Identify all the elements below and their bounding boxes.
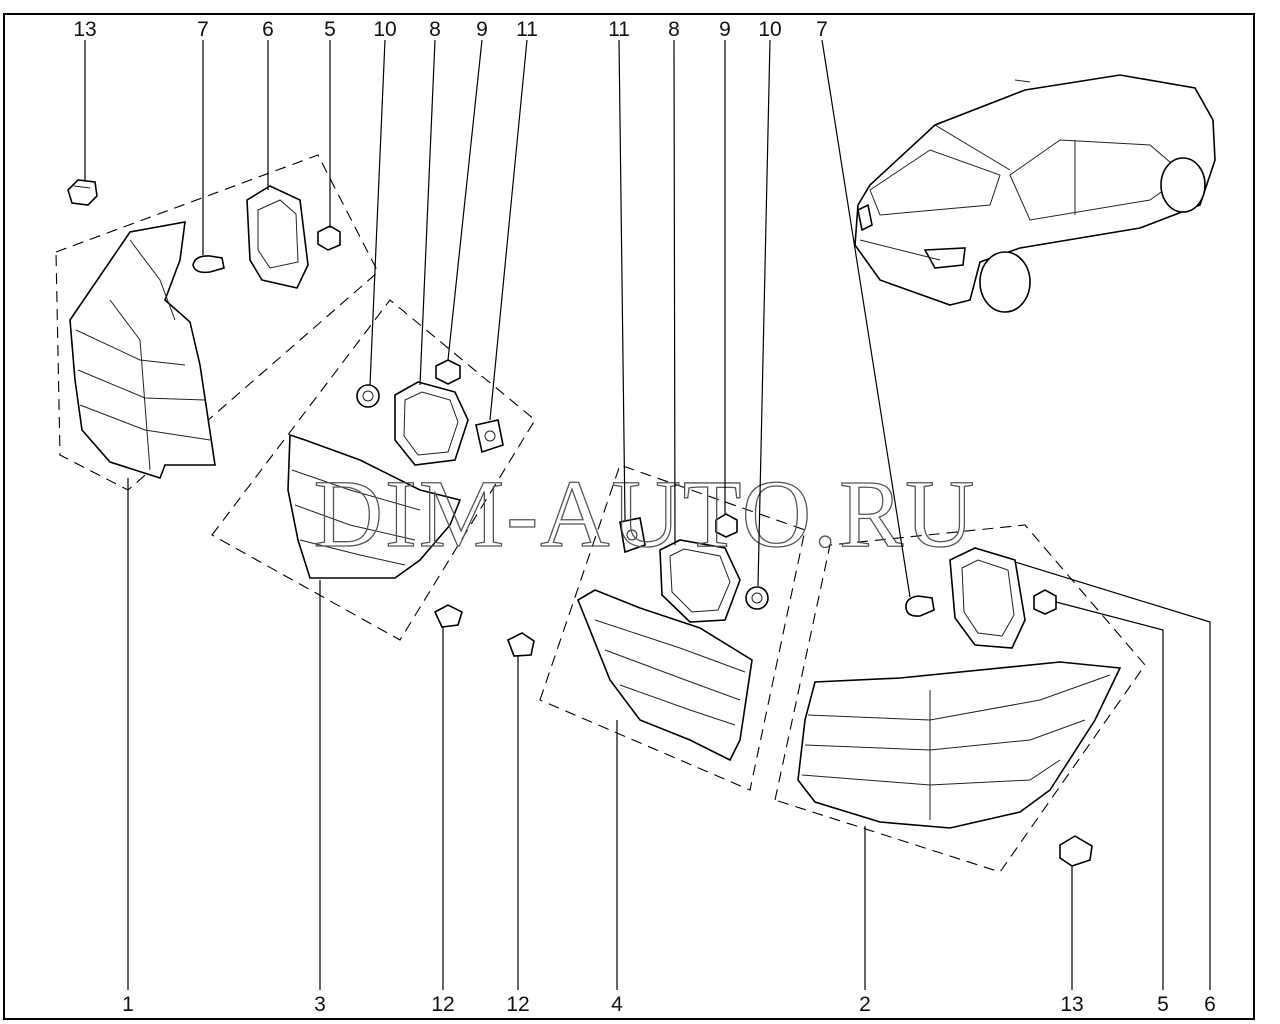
label-8-left: 8 (429, 18, 441, 41)
diagram-frame (3, 13, 1255, 1020)
clip-13-top (67, 179, 98, 206)
gasket-8-left (394, 381, 469, 466)
nut-5-left (317, 225, 341, 251)
ring-10-right (745, 586, 769, 610)
nut-9-right (715, 513, 738, 538)
gasket-8-right (659, 539, 741, 623)
group-outline-right-outer (774, 524, 1146, 873)
label-6-left: 6 (262, 18, 274, 41)
group-outline-right-inner (539, 464, 806, 791)
watermark: DIM-AUTO.RU (314, 460, 977, 567)
label-5-left: 5 (324, 18, 336, 41)
label-7-right: 7 (816, 18, 828, 41)
label-3: 3 (314, 993, 326, 1016)
clip-13-bottom (1059, 835, 1093, 867)
rear-light-inner-left (287, 433, 462, 579)
label-7-left: 7 (197, 18, 209, 41)
label-13-top: 13 (73, 18, 96, 41)
ring-10-left (356, 384, 380, 408)
gasket-6-left (246, 185, 309, 289)
label-4: 4 (611, 993, 623, 1016)
nut-5-right (1033, 589, 1057, 615)
group-outline-left-inner (211, 299, 536, 641)
label-5-right: 5 (1157, 993, 1169, 1016)
label-9-right: 9 (719, 18, 731, 41)
group-outline-left-outer (55, 154, 379, 491)
label-1: 1 (122, 993, 134, 1016)
leader-lines (84, 39, 1211, 990)
bulb-7-left (192, 255, 225, 274)
nut-9-left (435, 359, 461, 385)
label-9-left: 9 (476, 18, 488, 41)
bracket-11-left (475, 419, 504, 454)
clip-12-left (433, 604, 463, 628)
rear-light-inner-right (577, 589, 753, 762)
rear-light-outer-right (797, 661, 1122, 829)
label-11-right: 11 (608, 18, 630, 41)
rear-light-outer-left (69, 221, 216, 479)
clip-12-right (506, 632, 535, 657)
gasket-6-right (949, 547, 1026, 649)
label-10-left: 10 (373, 18, 396, 41)
label-12-left: 12 (431, 993, 454, 1016)
car-illustration (854, 74, 1216, 313)
label-10-right: 10 (758, 18, 781, 41)
bracket-11-right (619, 517, 646, 554)
label-11-left: 11 (516, 18, 538, 41)
bulb-7-right (905, 595, 935, 617)
label-8-right: 8 (668, 18, 680, 41)
label-6-right: 6 (1204, 993, 1216, 1016)
label-12-right: 12 (506, 993, 529, 1016)
label-13-bottom: 13 (1060, 993, 1083, 1016)
label-2: 2 (859, 993, 871, 1016)
